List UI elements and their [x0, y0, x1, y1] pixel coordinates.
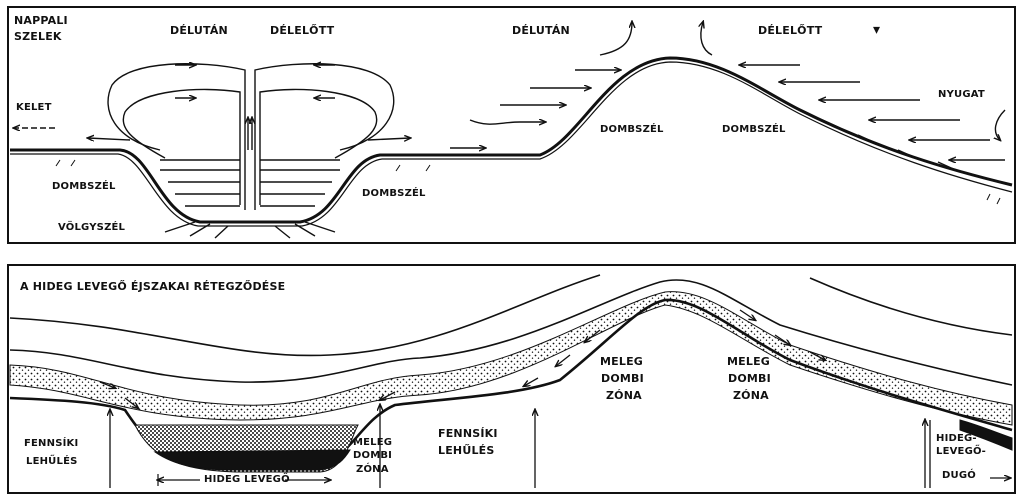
label-afternoon-left: DÉLUTÁN [170, 24, 228, 37]
label-warm-zone-right-3: ZÓNA [733, 389, 769, 402]
label-morning-right: DÉLELŐTT [758, 24, 823, 37]
label-slope-wind-left: DOMBSZÉL [52, 181, 116, 192]
label-afternoon-right: DÉLUTÁN [512, 24, 570, 37]
label-east: KELET [16, 102, 52, 113]
label-west: NYUGAT [938, 89, 985, 100]
title-daytime-winds-1: NAPPALI [14, 14, 68, 27]
label-slope-wind-hill-right: DOMBSZÉL [722, 124, 786, 135]
label-warm-zone-left-3: ZÓNA [606, 389, 642, 402]
top-terrain [10, 56, 1013, 227]
label-warm-zone-small-2: DOMBI [353, 450, 393, 461]
bottom-layers [9, 274, 1013, 488]
label-warm-zone-small-1: MELEG [353, 437, 393, 448]
hill-winds [450, 22, 1006, 173]
label-plateau-cooling-mid-1: FENNSÍKI [438, 427, 498, 440]
label-warm-zone-left-1: MELEG [600, 355, 644, 368]
label-valley-wind: VÖLGYSZÉL [58, 222, 126, 233]
label-morning-left: DÉLELŐTT [270, 24, 335, 37]
title-daytime-winds-2: SZELEK [14, 30, 62, 43]
valley-circulation [88, 64, 410, 239]
label-cold-air: HIDEG LEVEGŐ [204, 474, 290, 485]
label-warm-zone-left-2: DOMBI [601, 372, 644, 385]
label-warm-zone-small-3: ZÓNA [356, 464, 389, 475]
label-slope-wind-hill-left: DOMBSZÉL [600, 124, 664, 135]
label-slope-wind-valley-right: DOMBSZÉL [362, 188, 426, 199]
label-cold-air-plug-1: HIDEG- [936, 433, 977, 444]
label-warm-zone-right-1: MELEG [727, 355, 771, 368]
label-plateau-cooling-mid-2: LEHŰLÉS [438, 444, 495, 457]
label-cold-air-plug-2: LEVEGŐ- [936, 446, 987, 457]
label-cold-air-plug-3: DUGÓ [942, 470, 976, 481]
label-plateau-cooling-left-2: LEHŰLÉS [26, 456, 78, 467]
label-plateau-cooling-left-1: FENNSÍKI [24, 438, 79, 449]
label-warm-zone-right-2: DOMBI [728, 372, 771, 385]
bottom-panel-title: A HIDEG LEVEGŐ ÉJSZAKAI RÉTEGZŐDÉSE [20, 280, 286, 293]
top-right-mark: ▾ [873, 22, 880, 38]
bottom-panel-frame [7, 264, 1016, 494]
top-panel-frame [7, 6, 1016, 244]
